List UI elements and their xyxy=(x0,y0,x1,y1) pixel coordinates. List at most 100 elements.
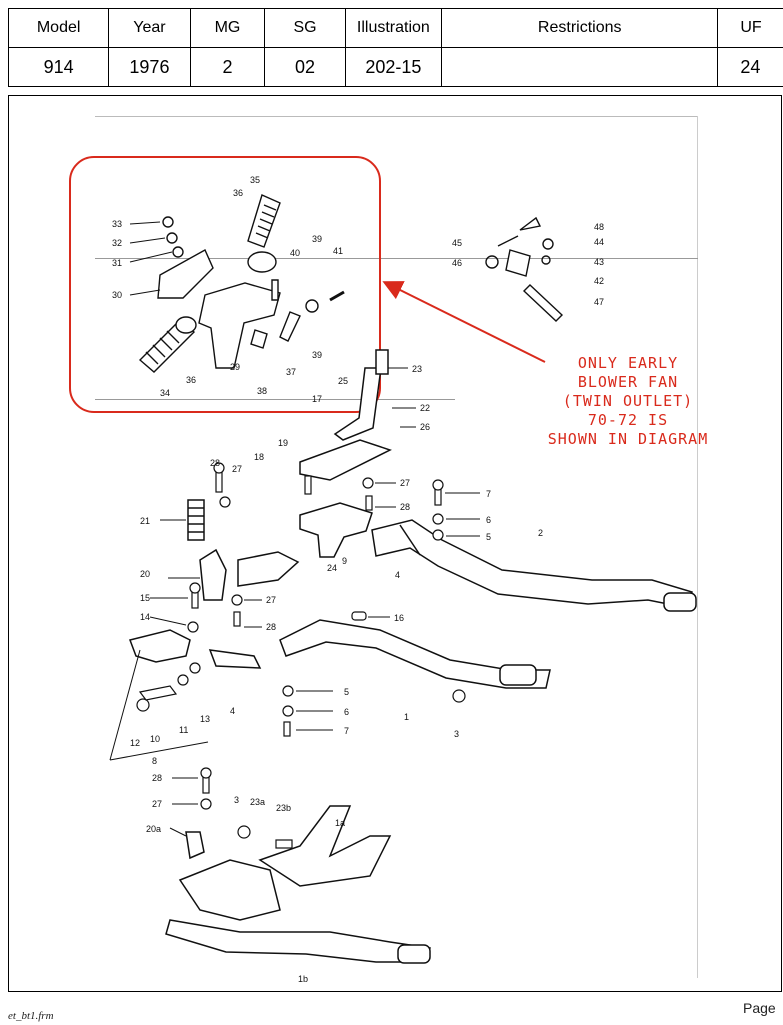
part-label: 13 xyxy=(200,714,210,724)
col-restrictions: Restrictions xyxy=(441,8,719,48)
col-year: Year xyxy=(108,8,191,48)
fan-motor-assembly xyxy=(485,216,564,322)
part-label: 21 xyxy=(140,516,150,526)
part-label: 30 xyxy=(112,290,122,300)
callout-line: BLOWER FAN xyxy=(577,373,679,391)
scan-line xyxy=(95,258,698,259)
part-label: 4 xyxy=(395,570,400,580)
part-label: 15 xyxy=(140,593,150,603)
part-label: 32 xyxy=(112,238,122,248)
part-label: 34 xyxy=(160,388,170,398)
part-label: 8 xyxy=(152,756,157,766)
part-label: 7 xyxy=(486,489,491,499)
highlight-box xyxy=(69,156,381,413)
col-illustration: Illustration xyxy=(344,8,443,48)
hardware xyxy=(136,462,466,849)
part-label: 9 xyxy=(342,556,347,566)
part-label: 25 xyxy=(338,376,348,386)
callout-arrow xyxy=(382,281,546,363)
part-label: 23a xyxy=(250,797,265,807)
part-label: 4 xyxy=(230,706,235,716)
val-mg: 2 xyxy=(189,47,266,87)
part-label: 5 xyxy=(344,687,349,697)
part-label: 1a xyxy=(335,818,345,828)
callout-line: SHOWN IN DIAGRAM xyxy=(547,430,709,448)
val-uf: 24 xyxy=(717,47,783,87)
part-label: 6 xyxy=(344,707,349,717)
diagram-right-rule xyxy=(697,116,698,978)
val-model: 914 xyxy=(7,47,110,87)
part-label: 23b xyxy=(276,803,291,813)
part-label: 14 xyxy=(140,612,150,622)
part-label: 35 xyxy=(250,175,260,185)
part-label: 7 xyxy=(344,726,349,736)
part-label: 1 xyxy=(404,712,409,722)
part-label: 45 xyxy=(452,238,462,248)
part-label: 48 xyxy=(594,222,604,232)
part-label: 11 xyxy=(179,725,188,735)
part-label: 36 xyxy=(233,188,243,198)
part-label: 6 xyxy=(486,515,491,525)
part-label: 22 xyxy=(420,403,430,413)
callout-line: (TWIN OUTLET) xyxy=(562,392,694,410)
col-model: Model xyxy=(7,8,110,48)
part-label: 19 xyxy=(278,438,288,448)
leader-lines xyxy=(109,221,480,837)
part-label: 17 xyxy=(312,394,322,404)
part-label: 40 xyxy=(290,248,300,258)
part-label: 28 xyxy=(266,622,276,632)
col-sg: SG xyxy=(264,8,346,48)
val-restrictions xyxy=(441,47,719,87)
part-label: 44 xyxy=(594,237,604,247)
part-label: 1b xyxy=(298,974,308,984)
heat-exchangers xyxy=(129,349,697,964)
part-label: 3 xyxy=(454,729,459,739)
part-label: 38 xyxy=(257,386,267,396)
part-label: 47 xyxy=(594,297,604,307)
part-label: 27 xyxy=(266,595,276,605)
part-label: 41 xyxy=(333,246,343,256)
part-label: 5 xyxy=(486,532,491,542)
diagram-frame xyxy=(8,95,782,992)
part-label: 27 xyxy=(232,464,242,474)
diagram-top-rule xyxy=(95,116,698,117)
val-sg: 02 xyxy=(264,47,346,87)
part-label: 39 xyxy=(312,234,322,244)
part-label: 43 xyxy=(594,257,604,267)
callout-line: ONLY EARLY xyxy=(577,354,679,372)
part-label: 20a xyxy=(146,824,161,834)
val-year: 1976 xyxy=(108,47,191,87)
part-label: 46 xyxy=(452,258,462,268)
part-label: 33 xyxy=(112,219,122,229)
blower-assembly xyxy=(138,194,345,373)
part-label: 36 xyxy=(186,375,196,385)
part-label: 23 xyxy=(412,364,422,374)
scan-line xyxy=(95,399,455,400)
part-label: 28 xyxy=(210,458,220,468)
footer-filename: et_bt1.frm xyxy=(8,1010,54,1022)
part-label: 10 xyxy=(150,734,160,744)
part-label: 18 xyxy=(254,452,264,462)
callout-note: ONLY EARLY BLOWER FAN (TWIN OUTLET) 70-7… xyxy=(508,354,748,449)
part-label: 16 xyxy=(394,613,404,623)
part-label: 42 xyxy=(594,276,604,286)
part-label: 27 xyxy=(400,478,410,488)
callout-line: 70-72 IS xyxy=(587,411,669,429)
part-label: 20 xyxy=(140,569,150,579)
part-labels: 35 36 33 32 31 30 40 39 41 29 36 34 38 3… xyxy=(112,175,604,984)
col-uf: UF xyxy=(717,8,783,48)
part-label: 28 xyxy=(152,773,162,783)
part-label: 31 xyxy=(112,258,122,268)
part-label: 28 xyxy=(400,502,410,512)
part-label: 3 xyxy=(234,795,239,805)
part-label: 24 xyxy=(327,563,337,573)
part-label: 27 xyxy=(152,799,162,809)
part-label: 26 xyxy=(420,422,430,432)
footer-page-label: Page xyxy=(743,1000,776,1016)
val-illustration: 202-15 xyxy=(344,47,443,87)
part-label: 2 xyxy=(538,528,543,538)
part-label: 37 xyxy=(286,367,296,377)
header-table: Model Year MG SG Illustration Restrictio… xyxy=(7,8,783,87)
part-label: 12 xyxy=(130,738,140,748)
